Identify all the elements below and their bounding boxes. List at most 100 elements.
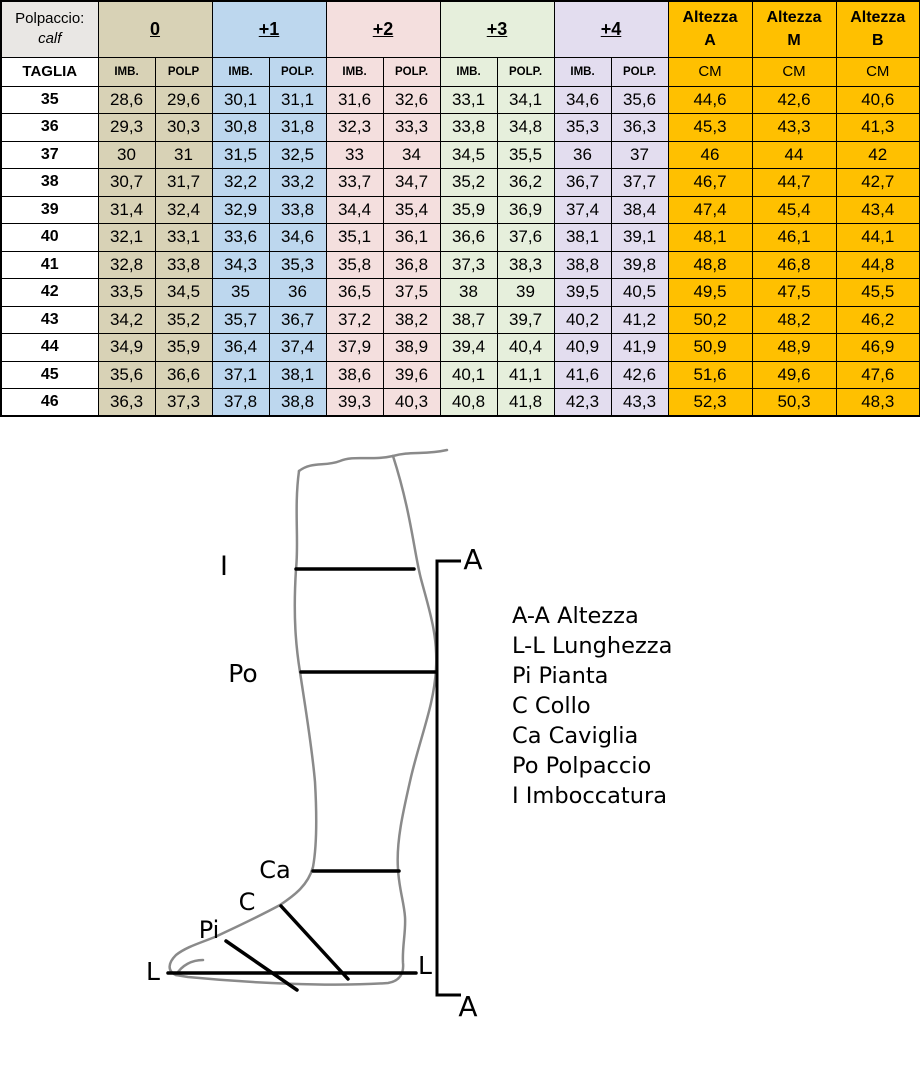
value-cell: 35,2 xyxy=(439,168,498,197)
value-cell: 38 xyxy=(439,278,498,307)
size-cell: 40 xyxy=(0,223,99,252)
size-cell: 44 xyxy=(0,333,99,362)
altezza-cell: 45,4 xyxy=(751,195,837,224)
value-cell: 32,3 xyxy=(325,113,384,142)
value-cell: 38,3 xyxy=(496,250,555,279)
value-cell: 32,5 xyxy=(268,140,327,169)
value-cell: 38,1 xyxy=(553,223,612,252)
value-cell: 34,1 xyxy=(496,85,555,114)
value-cell: 33,6 xyxy=(211,223,270,252)
value-cell: 34,7 xyxy=(382,168,441,197)
altezza-cell: 48,8 xyxy=(667,250,753,279)
altezza-cell: 41,3 xyxy=(835,113,920,142)
size-cell: 41 xyxy=(0,250,99,279)
value-cell: 39,3 xyxy=(325,388,384,417)
value-cell: 36,2 xyxy=(496,168,555,197)
value-cell: 36,1 xyxy=(382,223,441,252)
value-cell: 30,8 xyxy=(211,113,270,142)
altezza-cell: 49,6 xyxy=(751,360,837,389)
value-cell: 34 xyxy=(382,140,441,169)
value-cell: 39 xyxy=(496,278,555,307)
value-cell: 39,8 xyxy=(610,250,669,279)
size-cell: 37 xyxy=(0,140,99,169)
altezza-cell: 46,8 xyxy=(751,250,837,279)
value-cell: 36,9 xyxy=(496,195,555,224)
value-cell: 40,3 xyxy=(382,388,441,417)
value-cell: 33,5 xyxy=(97,278,156,307)
sub-header: POLP. xyxy=(382,56,441,87)
label-lunghezza-right: L xyxy=(418,951,432,980)
value-cell: 31 xyxy=(154,140,213,169)
sub-header: IMB. xyxy=(325,56,384,87)
value-cell: 35,1 xyxy=(325,223,384,252)
unit-header: CM xyxy=(751,56,837,87)
value-cell: 37,7 xyxy=(610,168,669,197)
value-cell: 36,8 xyxy=(382,250,441,279)
sub-header: POLP. xyxy=(610,56,669,87)
value-cell: 35,8 xyxy=(325,250,384,279)
value-cell: 38,8 xyxy=(553,250,612,279)
value-cell: 33,1 xyxy=(439,85,498,114)
value-cell: 39,7 xyxy=(496,305,555,334)
value-cell: 38,7 xyxy=(439,305,498,334)
sub-header: IMB. xyxy=(439,56,498,87)
altezza-cell: 48,1 xyxy=(667,223,753,252)
value-cell: 29,6 xyxy=(154,85,213,114)
value-cell: 37,3 xyxy=(439,250,498,279)
group-header-3: +3 xyxy=(439,0,555,58)
value-cell: 36,3 xyxy=(97,388,156,417)
value-cell: 38,9 xyxy=(382,333,441,362)
altezza-cell: 50,2 xyxy=(667,305,753,334)
corner-header: Polpaccio:calf xyxy=(0,0,99,58)
value-cell: 36,6 xyxy=(439,223,498,252)
value-cell: 34,3 xyxy=(211,250,270,279)
value-cell: 42,3 xyxy=(553,388,612,417)
label-altezza-bottom: A xyxy=(458,990,477,1023)
value-cell: 30 xyxy=(97,140,156,169)
altezza-cell: 47,6 xyxy=(835,360,920,389)
value-cell: 41,8 xyxy=(496,388,555,417)
altezza-cell: 47,4 xyxy=(667,195,753,224)
value-cell: 30,3 xyxy=(154,113,213,142)
value-cell: 30,7 xyxy=(97,168,156,197)
altezza-cell: 43,4 xyxy=(835,195,920,224)
value-cell: 35,3 xyxy=(268,250,327,279)
value-cell: 33,8 xyxy=(439,113,498,142)
value-cell: 35,6 xyxy=(97,360,156,389)
altezza-cell: 40,6 xyxy=(835,85,920,114)
value-cell: 31,8 xyxy=(268,113,327,142)
altezza-cell: 46,1 xyxy=(751,223,837,252)
unit-header: CM xyxy=(835,56,920,87)
value-cell: 38,8 xyxy=(268,388,327,417)
value-cell: 35,9 xyxy=(439,195,498,224)
value-cell: 35,2 xyxy=(154,305,213,334)
value-cell: 32,9 xyxy=(211,195,270,224)
value-cell: 39,4 xyxy=(439,333,498,362)
value-cell: 35,5 xyxy=(496,140,555,169)
altezza-cell: 48,9 xyxy=(751,333,837,362)
sub-header: POLP xyxy=(154,56,213,87)
label-pianta: Pi xyxy=(199,916,220,944)
label-imboccatura: I xyxy=(220,551,228,582)
group-header-2: +2 xyxy=(325,0,441,58)
sub-header: IMB. xyxy=(211,56,270,87)
value-cell: 37,6 xyxy=(496,223,555,252)
value-cell: 37,2 xyxy=(325,305,384,334)
corner-line2: calf xyxy=(38,30,62,48)
unit-header: CM xyxy=(667,56,753,87)
value-cell: 37,9 xyxy=(325,333,384,362)
value-cell: 41,2 xyxy=(610,305,669,334)
value-cell: 39,1 xyxy=(610,223,669,252)
altezza-cell: 48,3 xyxy=(835,388,920,417)
altezza-cell: 46,2 xyxy=(835,305,920,334)
value-cell: 38,6 xyxy=(325,360,384,389)
altezza-cell: 45,3 xyxy=(667,113,753,142)
legend-item: Po Polpaccio xyxy=(512,753,652,779)
altezza-cell: 50,9 xyxy=(667,333,753,362)
